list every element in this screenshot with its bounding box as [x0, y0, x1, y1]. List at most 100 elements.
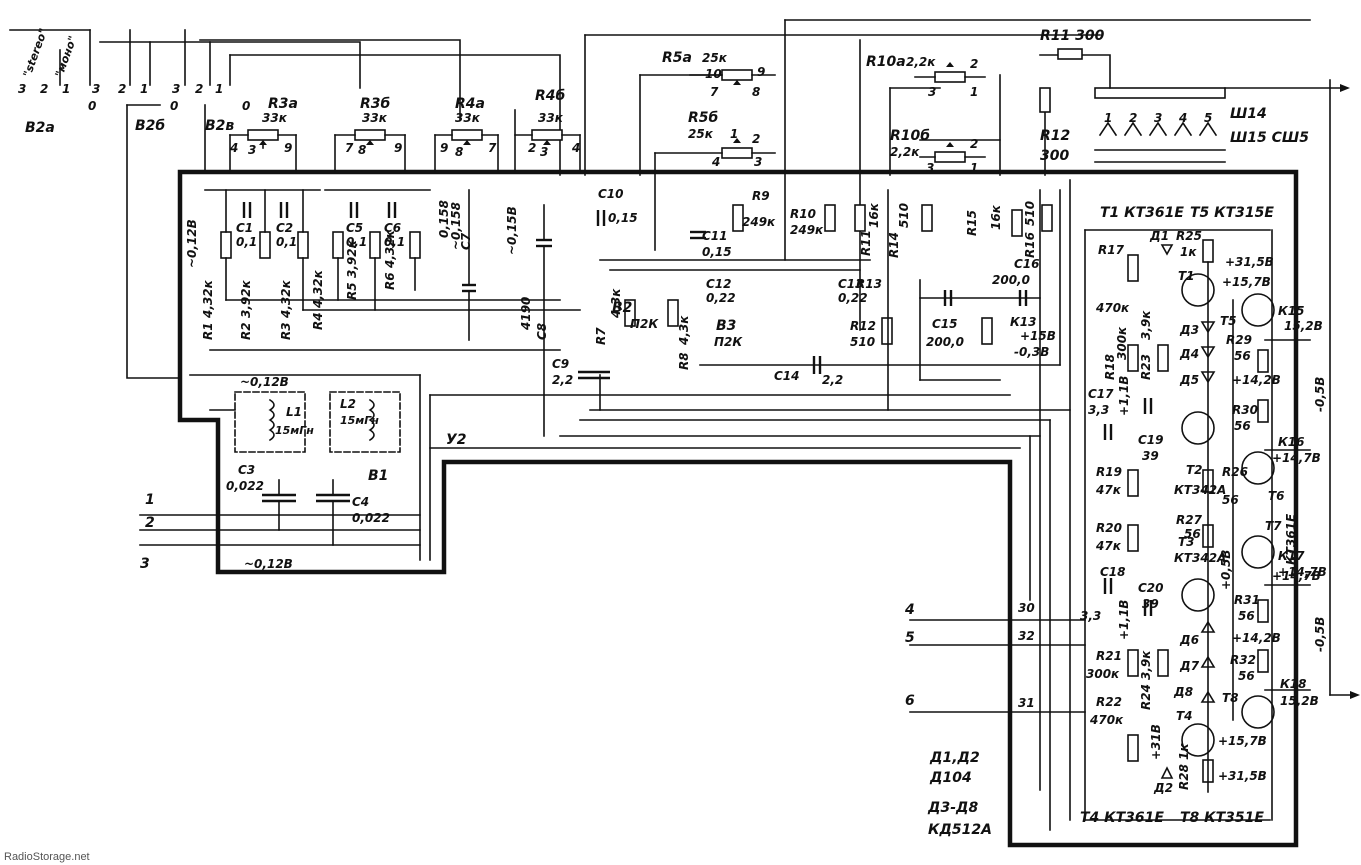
transistor-t3-label: T3: [1178, 535, 1195, 549]
pot-r3a-pin3: 3: [248, 143, 256, 157]
pot-r4a-pin8: 8: [455, 145, 463, 159]
resistor-r24-name: R24: [1139, 684, 1153, 710]
cap-c20-name: C20: [1138, 581, 1164, 595]
ground-voltage-2: ~0,12В: [240, 375, 289, 389]
voltage-v1: +31,5В: [1225, 255, 1274, 269]
switch-wiring: [9, 19, 1311, 379]
pot-r5a-pin10: 10: [705, 67, 722, 81]
switch-b2v-label: В2в: [205, 118, 234, 134]
pin-32-label: 32: [1018, 629, 1035, 643]
resistor-r31-name: R31: [1234, 593, 1260, 607]
diode-d1-label: Д1: [1149, 229, 1169, 243]
switch-b2v-pin3: 3: [172, 82, 180, 96]
switch-v3-label: В3: [716, 318, 736, 334]
pot-r5a-name: R5а: [662, 50, 692, 66]
amp-bottom-right: Т8 КТ351Е: [1180, 810, 1264, 826]
diode-d6-label: Д6: [1179, 633, 1199, 647]
cap-c16-name: C16: [1014, 257, 1040, 271]
pot-r5a-pin7: 7: [710, 85, 719, 99]
cap-c3-value: 0,022: [226, 479, 264, 493]
transistor-t3-type: КТ342А: [1174, 551, 1226, 565]
resistor-r23-name: R23: [1139, 354, 1153, 380]
cap-c6-value: 0,1: [384, 235, 405, 249]
input-3-label: 3: [140, 556, 150, 572]
middle-section: [559, 179, 1071, 831]
pot-r4b: [514, 109, 581, 173]
pot-r10b-pin3: 3: [926, 161, 934, 175]
resistor-r20-name: R20: [1096, 521, 1122, 535]
cap-c12-value: 0,22: [706, 291, 736, 305]
resistor-r7-value: 4,3к: [609, 288, 623, 319]
cap-c15-value: 200,0: [926, 335, 964, 349]
cap-c13-name: C13: [838, 277, 864, 291]
resistor-r12-name: R12: [1040, 128, 1070, 144]
pot-r10b-value: 2,2к: [890, 145, 920, 159]
connector-sh15-label: Ш15 СШ5: [1230, 130, 1309, 146]
switch-b2a-pin1: 1: [62, 82, 70, 96]
transistor-t6-type: КТ361Е: [1284, 513, 1298, 565]
pot-r10a-pin2: 2: [970, 57, 978, 71]
pot-r5b-name: R5б: [688, 110, 718, 126]
tuner-section: [139, 374, 1021, 561]
coil-l1-value: 15мГн: [275, 424, 314, 437]
transistor-t5-label: T5: [1220, 314, 1237, 328]
cap-c9-name: C9: [552, 357, 569, 371]
k13-label: К13: [1010, 315, 1037, 329]
resistor-r5-value: 3,92к: [345, 239, 359, 278]
amp-title-right: Т5 КТ315Е: [1190, 205, 1274, 221]
resistor-r26-name: R26: [1222, 465, 1248, 479]
cap-c6-name: C6: [384, 221, 401, 235]
resistor-r28-value: 1к: [1177, 743, 1191, 760]
cap-c15-name: C15: [932, 317, 958, 331]
cap-c14-value: 2,2: [822, 373, 843, 387]
cap-c10-name: C10: [598, 187, 624, 201]
resistor-r26-value: 56: [1222, 493, 1239, 507]
resistor-r12-mid-name: R12: [850, 319, 876, 333]
switch-stereo-label: "stereo": [21, 26, 51, 79]
resistor-r11-label: R11 300: [1040, 28, 1105, 44]
pot-r10a-name: R10а: [866, 54, 906, 70]
switch-b2v-pin0: 0: [242, 99, 250, 113]
resistor-r12: [1039, 87, 1051, 113]
resistor-r16-name: R16: [1023, 232, 1037, 258]
resistor-r32-name: R32: [1230, 653, 1256, 667]
cap-c14-name: C14: [774, 369, 800, 383]
resistor-r8-value: 4,3к: [677, 315, 691, 346]
resistor-r30-value: 56: [1234, 419, 1251, 433]
resistor-r9-value: 249к: [742, 215, 776, 229]
resistor-r12-value: 300: [1040, 148, 1069, 164]
cap-c7-value: 0,158: [437, 200, 451, 238]
switch-b2b-label: В2б: [135, 118, 165, 134]
switch-b2b-pin2: 2: [118, 82, 126, 96]
pot-r5a-pin8: 8: [752, 85, 760, 99]
pot-r3b-value: 33к: [362, 111, 388, 125]
pot-r4a-name: R4а: [455, 96, 485, 112]
coil-l2-name: L2: [340, 397, 356, 411]
output-5-label: 5: [905, 630, 915, 646]
pot-r10b-name: R10б: [890, 128, 930, 144]
pot-r3b-pin9: 9: [394, 141, 402, 155]
pot-r10b: [919, 142, 986, 163]
voltage-v2: +15,7В: [1222, 275, 1271, 289]
legend-line1: Д1,Д2: [929, 750, 980, 766]
voltage-v8: +14,2В: [1232, 631, 1281, 645]
pot-r3a: [229, 129, 297, 173]
cap-c8-value: 4190: [519, 297, 533, 331]
resistor-r30-name: R30: [1232, 403, 1258, 417]
ground-voltage-3: ~0,12В: [244, 557, 293, 571]
voltage-v10: +15,7В: [1218, 734, 1267, 748]
transistor-t2-label: T2: [1186, 463, 1203, 477]
cap-c2-value: 0,1: [276, 235, 297, 249]
resistor-r29-value: 56: [1234, 349, 1251, 363]
connector-pin2: 2: [1129, 111, 1137, 125]
voltage-v13: +15В: [1020, 329, 1056, 343]
pot-r4b-value: 33к: [538, 111, 564, 125]
voltage-neg1: -0,5В: [1313, 377, 1327, 412]
coil-l1-name: L1: [286, 405, 302, 419]
switch-b2a-pin3: 3: [18, 82, 26, 96]
resistor-r22-value: 470к: [1089, 713, 1124, 727]
resistor-r25-name: R25: [1176, 229, 1202, 243]
switch-v2-value: П2К: [630, 317, 659, 331]
diode-d2-label: Д2: [1153, 781, 1173, 795]
